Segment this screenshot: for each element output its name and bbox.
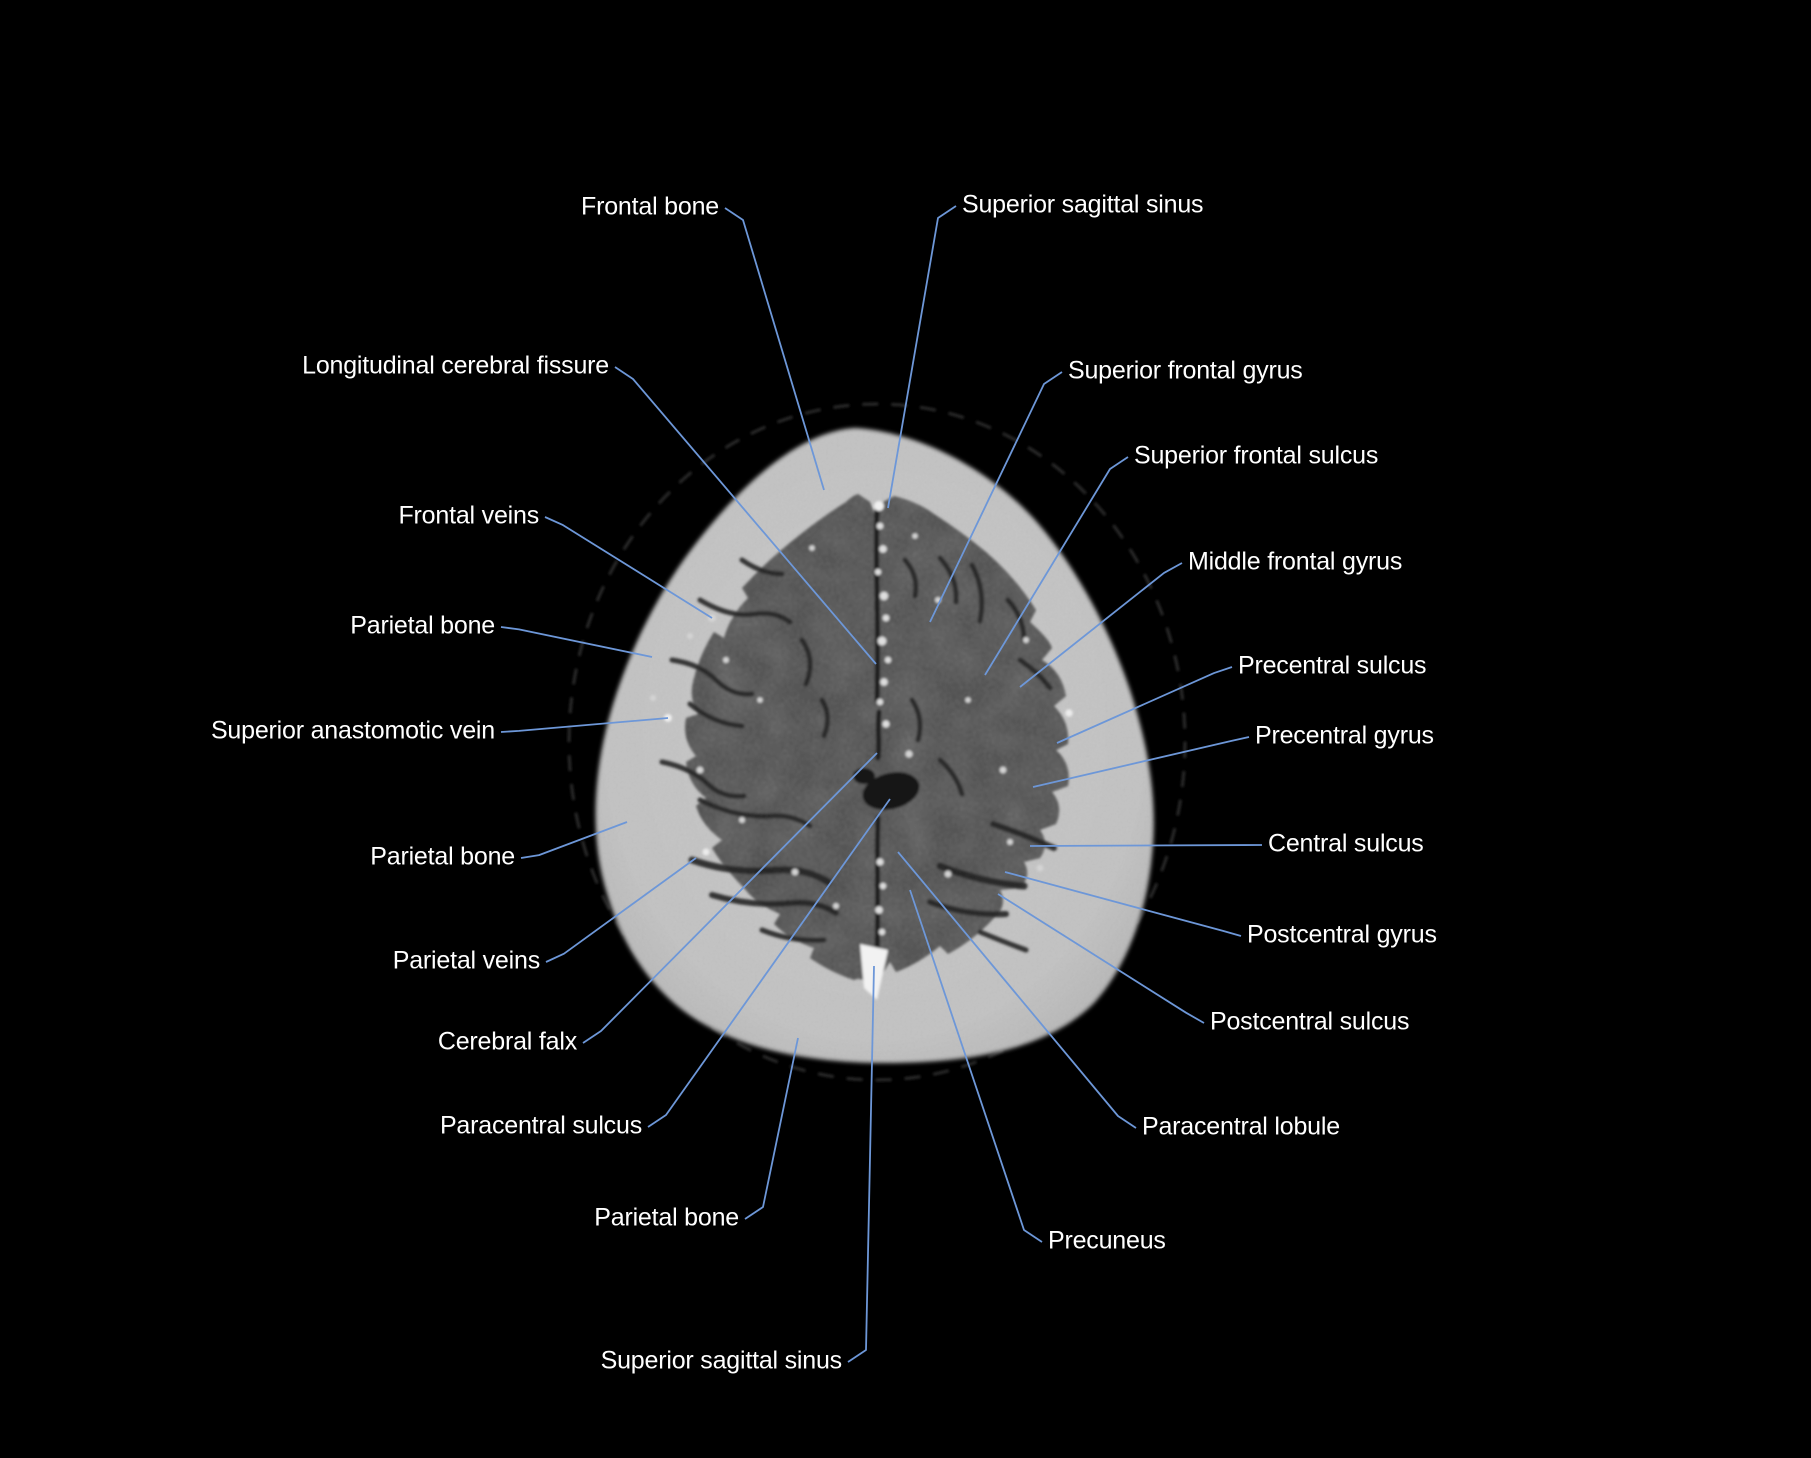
anatomy-label: Parietal bone [370,842,515,871]
anatomy-label: Superior sagittal sinus [600,1346,843,1375]
falx-calcification-dots [874,501,892,936]
anatomy-label: Parietal bone [350,611,495,640]
anatomy-label: Frontal veins [398,501,539,530]
leader-line [1029,844,1263,847]
leader-line [997,893,1205,1024]
anatomy-label: Parietal veins [392,946,540,975]
leader-line [1032,736,1250,788]
leader-line [847,965,875,1363]
leader-line [744,1037,799,1220]
leader-line [897,851,1137,1129]
leader-line [909,889,1043,1243]
leader-line [544,516,713,619]
leader-line [500,626,653,658]
leader-line [887,205,957,509]
leader-line [520,821,628,859]
leader-line [724,207,825,491]
leader-line [582,752,878,1044]
leader-line [647,798,891,1128]
leader-line [929,371,1063,623]
leader-lines [500,205,1263,1363]
leader-line [614,366,877,665]
anatomy-label: Superior frontal sulcus [1134,441,1379,470]
leader-line [1004,871,1242,937]
sulci [659,555,1057,953]
anatomy-label: Parietal bone [594,1203,739,1232]
leader-line [1056,666,1233,744]
anatomy-label: Middle frontal gyrus [1188,547,1403,576]
anatomy-label: Superior anastomotic vein [210,716,495,745]
anatomy-label: Paracentral lobule [1142,1112,1340,1141]
leader-line [545,857,697,963]
scalp-outline [567,402,1187,1082]
anatomy-label: Longitudinal cerebral fissure [302,351,609,380]
brain-shape [650,494,1073,1000]
anatomy-label: Precuneus [1048,1226,1166,1255]
leader-line [500,717,669,733]
anatomy-label: Precentral sulcus [1238,651,1427,680]
anatomy-label: Precentral gyrus [1255,721,1434,750]
anatomy-label: Postcentral sulcus [1210,1007,1410,1036]
leader-line [984,456,1129,676]
anatomy-label: Postcentral gyrus [1247,920,1437,949]
anatomy-label: Superior sagittal sinus [962,190,1204,219]
anatomy-label: Frontal bone [581,192,719,221]
leader-line [1019,562,1183,688]
anatomy-label: Cerebral falx [437,1027,577,1056]
anatomy-label: Superior frontal gyrus [1068,356,1303,385]
anatomy-label: Paracentral sulcus [439,1111,642,1140]
anatomy-label: Central sulcus [1268,829,1424,858]
